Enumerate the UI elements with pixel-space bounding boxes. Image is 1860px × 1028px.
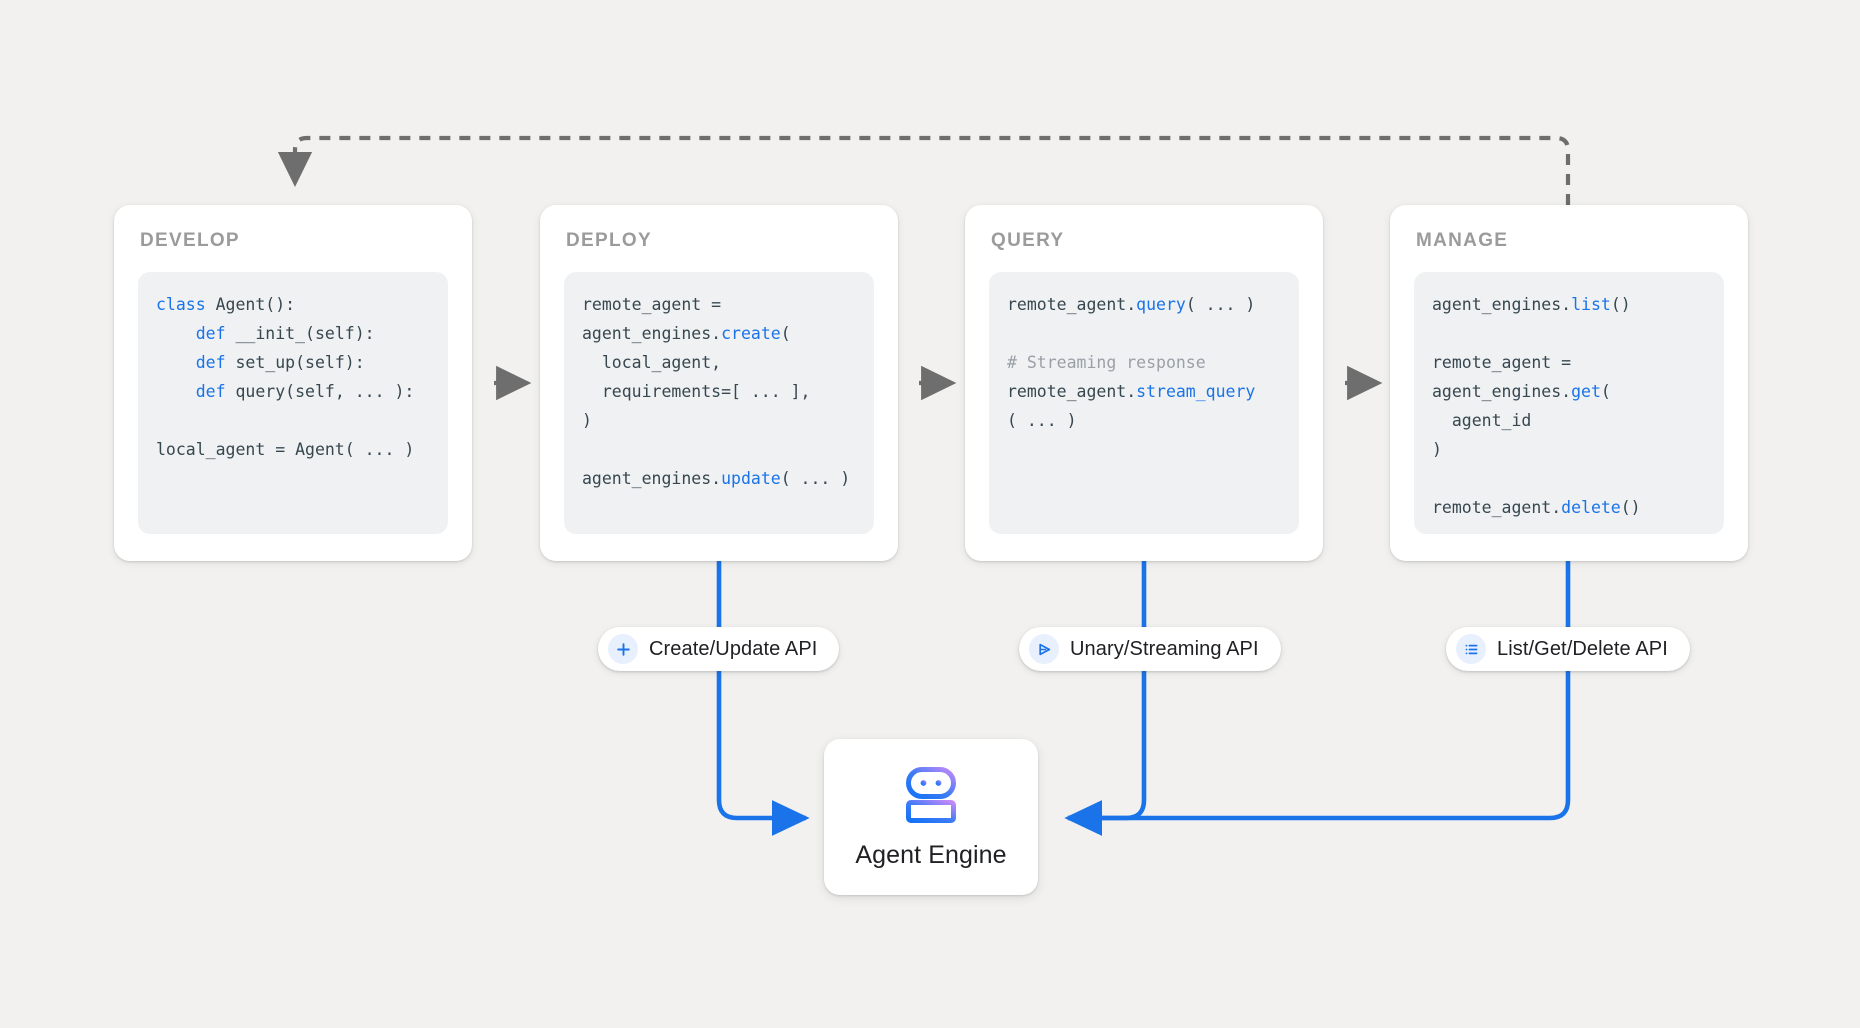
stage-card-manage: MANAGE agent_engines.list() remote_agent… bbox=[1390, 205, 1748, 561]
code-block-develop: class Agent(): def __init_(self): def se… bbox=[138, 272, 448, 534]
stage-card-deploy: DEPLOY remote_agent = agent_engines.crea… bbox=[540, 205, 898, 561]
feedback-loop-arrow bbox=[277, 135, 1571, 205]
list-icon bbox=[1456, 634, 1486, 664]
api-pill-label: Create/Update API bbox=[649, 638, 818, 660]
api-pill-unary-streaming[interactable]: Unary/Streaming API bbox=[1019, 627, 1281, 671]
api-pill-create-update[interactable]: Create/Update API bbox=[598, 627, 840, 671]
stage-card-develop: DEVELOP class Agent(): def __init_(self)… bbox=[114, 205, 472, 561]
wire-query-to-agent bbox=[1064, 561, 1147, 836]
stage-title-deploy: DEPLOY bbox=[566, 230, 652, 251]
code-block-query: remote_agent.query( ... ) # Streaming re… bbox=[989, 272, 1299, 534]
code-block-manage: agent_engines.list() remote_agent = agen… bbox=[1414, 272, 1724, 534]
api-pill-list-get-delete[interactable]: List/Get/Delete API bbox=[1446, 627, 1690, 671]
agent-engine-node[interactable]: Agent Engine bbox=[824, 739, 1038, 895]
code-block-deploy: remote_agent = agent_engines.create( loc… bbox=[564, 272, 874, 534]
api-pill-label: List/Get/Delete API bbox=[1497, 638, 1668, 660]
agent-engine-label: Agent Engine bbox=[855, 841, 1007, 869]
api-pill-label: Unary/Streaming API bbox=[1070, 638, 1259, 660]
send-icon bbox=[1029, 634, 1059, 664]
stage-title-manage: MANAGE bbox=[1416, 230, 1509, 251]
wire-deploy-to-agent bbox=[716, 561, 810, 836]
stage-title-develop: DEVELOP bbox=[140, 230, 240, 251]
stage-card-query: QUERY remote_agent.query( ... ) # Stream… bbox=[965, 205, 1323, 561]
robot-icon bbox=[900, 766, 962, 829]
wire-manage-to-agent bbox=[1068, 561, 1571, 821]
stage-title-query: QUERY bbox=[991, 230, 1065, 251]
plus-icon bbox=[608, 634, 638, 664]
